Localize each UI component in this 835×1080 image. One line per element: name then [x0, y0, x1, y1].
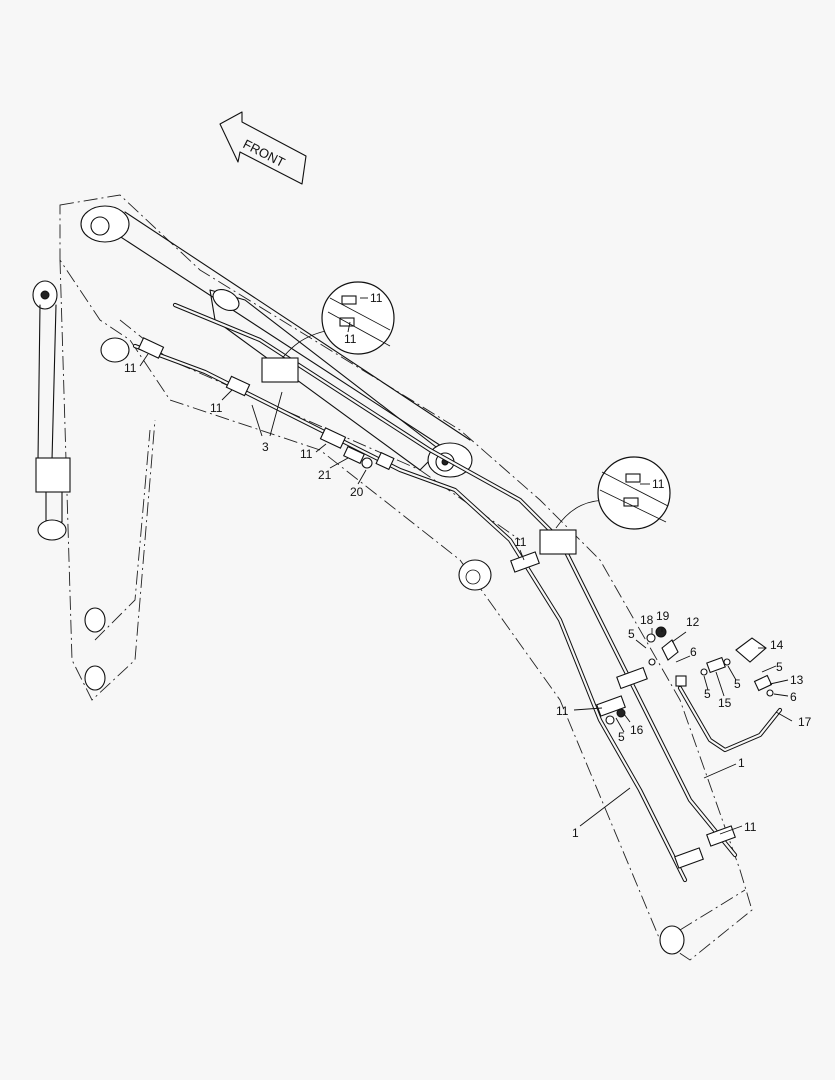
boom-outline: [59, 194, 753, 961]
callout-11: 11: [300, 447, 313, 461]
clamps-and-fittings: [137, 337, 774, 869]
callout-19: 19: [656, 609, 670, 623]
callout-11: 11: [556, 704, 569, 718]
callout-5: 5: [734, 677, 741, 691]
callout-labels: 11 11 11 11 11 3 11 21 20 11 18 19 12 5 …: [124, 291, 812, 840]
callout-17: 17: [798, 715, 812, 729]
callout-11-detail-b: 11: [344, 332, 357, 346]
callout-5: 5: [704, 687, 711, 701]
front-direction-arrow: FRONT: [219, 111, 307, 185]
callout-21: 21: [318, 468, 332, 482]
arm-cylinder: [32, 280, 71, 541]
callout-11-detail-a: 11: [370, 291, 383, 305]
callout-18: 18: [640, 613, 654, 627]
callout-13: 13: [790, 673, 804, 687]
callout-11: 11: [210, 401, 223, 415]
callout-11: 11: [514, 535, 527, 549]
callout-16: 16: [630, 723, 644, 737]
callout-6: 6: [790, 690, 797, 704]
callout-15: 15: [718, 696, 732, 710]
callout-11: 11: [744, 820, 757, 834]
pivot-holes: [84, 337, 685, 955]
callout-1: 1: [738, 756, 745, 770]
arrow-left-icon: [219, 111, 307, 185]
callout-3: 3: [262, 440, 269, 454]
boom-cylinder: [80, 205, 473, 478]
hydraulic-lines: [132, 302, 783, 883]
callout-6: 6: [690, 645, 697, 659]
leader-lines: [139, 297, 793, 835]
detail-view-2: [539, 456, 671, 555]
callout-5: 5: [628, 627, 635, 641]
callout-11-detail-c: 11: [652, 477, 665, 491]
callout-20: 20: [350, 485, 364, 499]
callout-14: 14: [770, 638, 784, 652]
callout-5: 5: [618, 730, 625, 744]
callout-1: 1: [572, 826, 579, 840]
callout-5: 5: [776, 660, 783, 674]
callout-12: 12: [686, 615, 700, 629]
detail-view-1: [261, 281, 395, 383]
callout-11: 11: [124, 361, 137, 375]
